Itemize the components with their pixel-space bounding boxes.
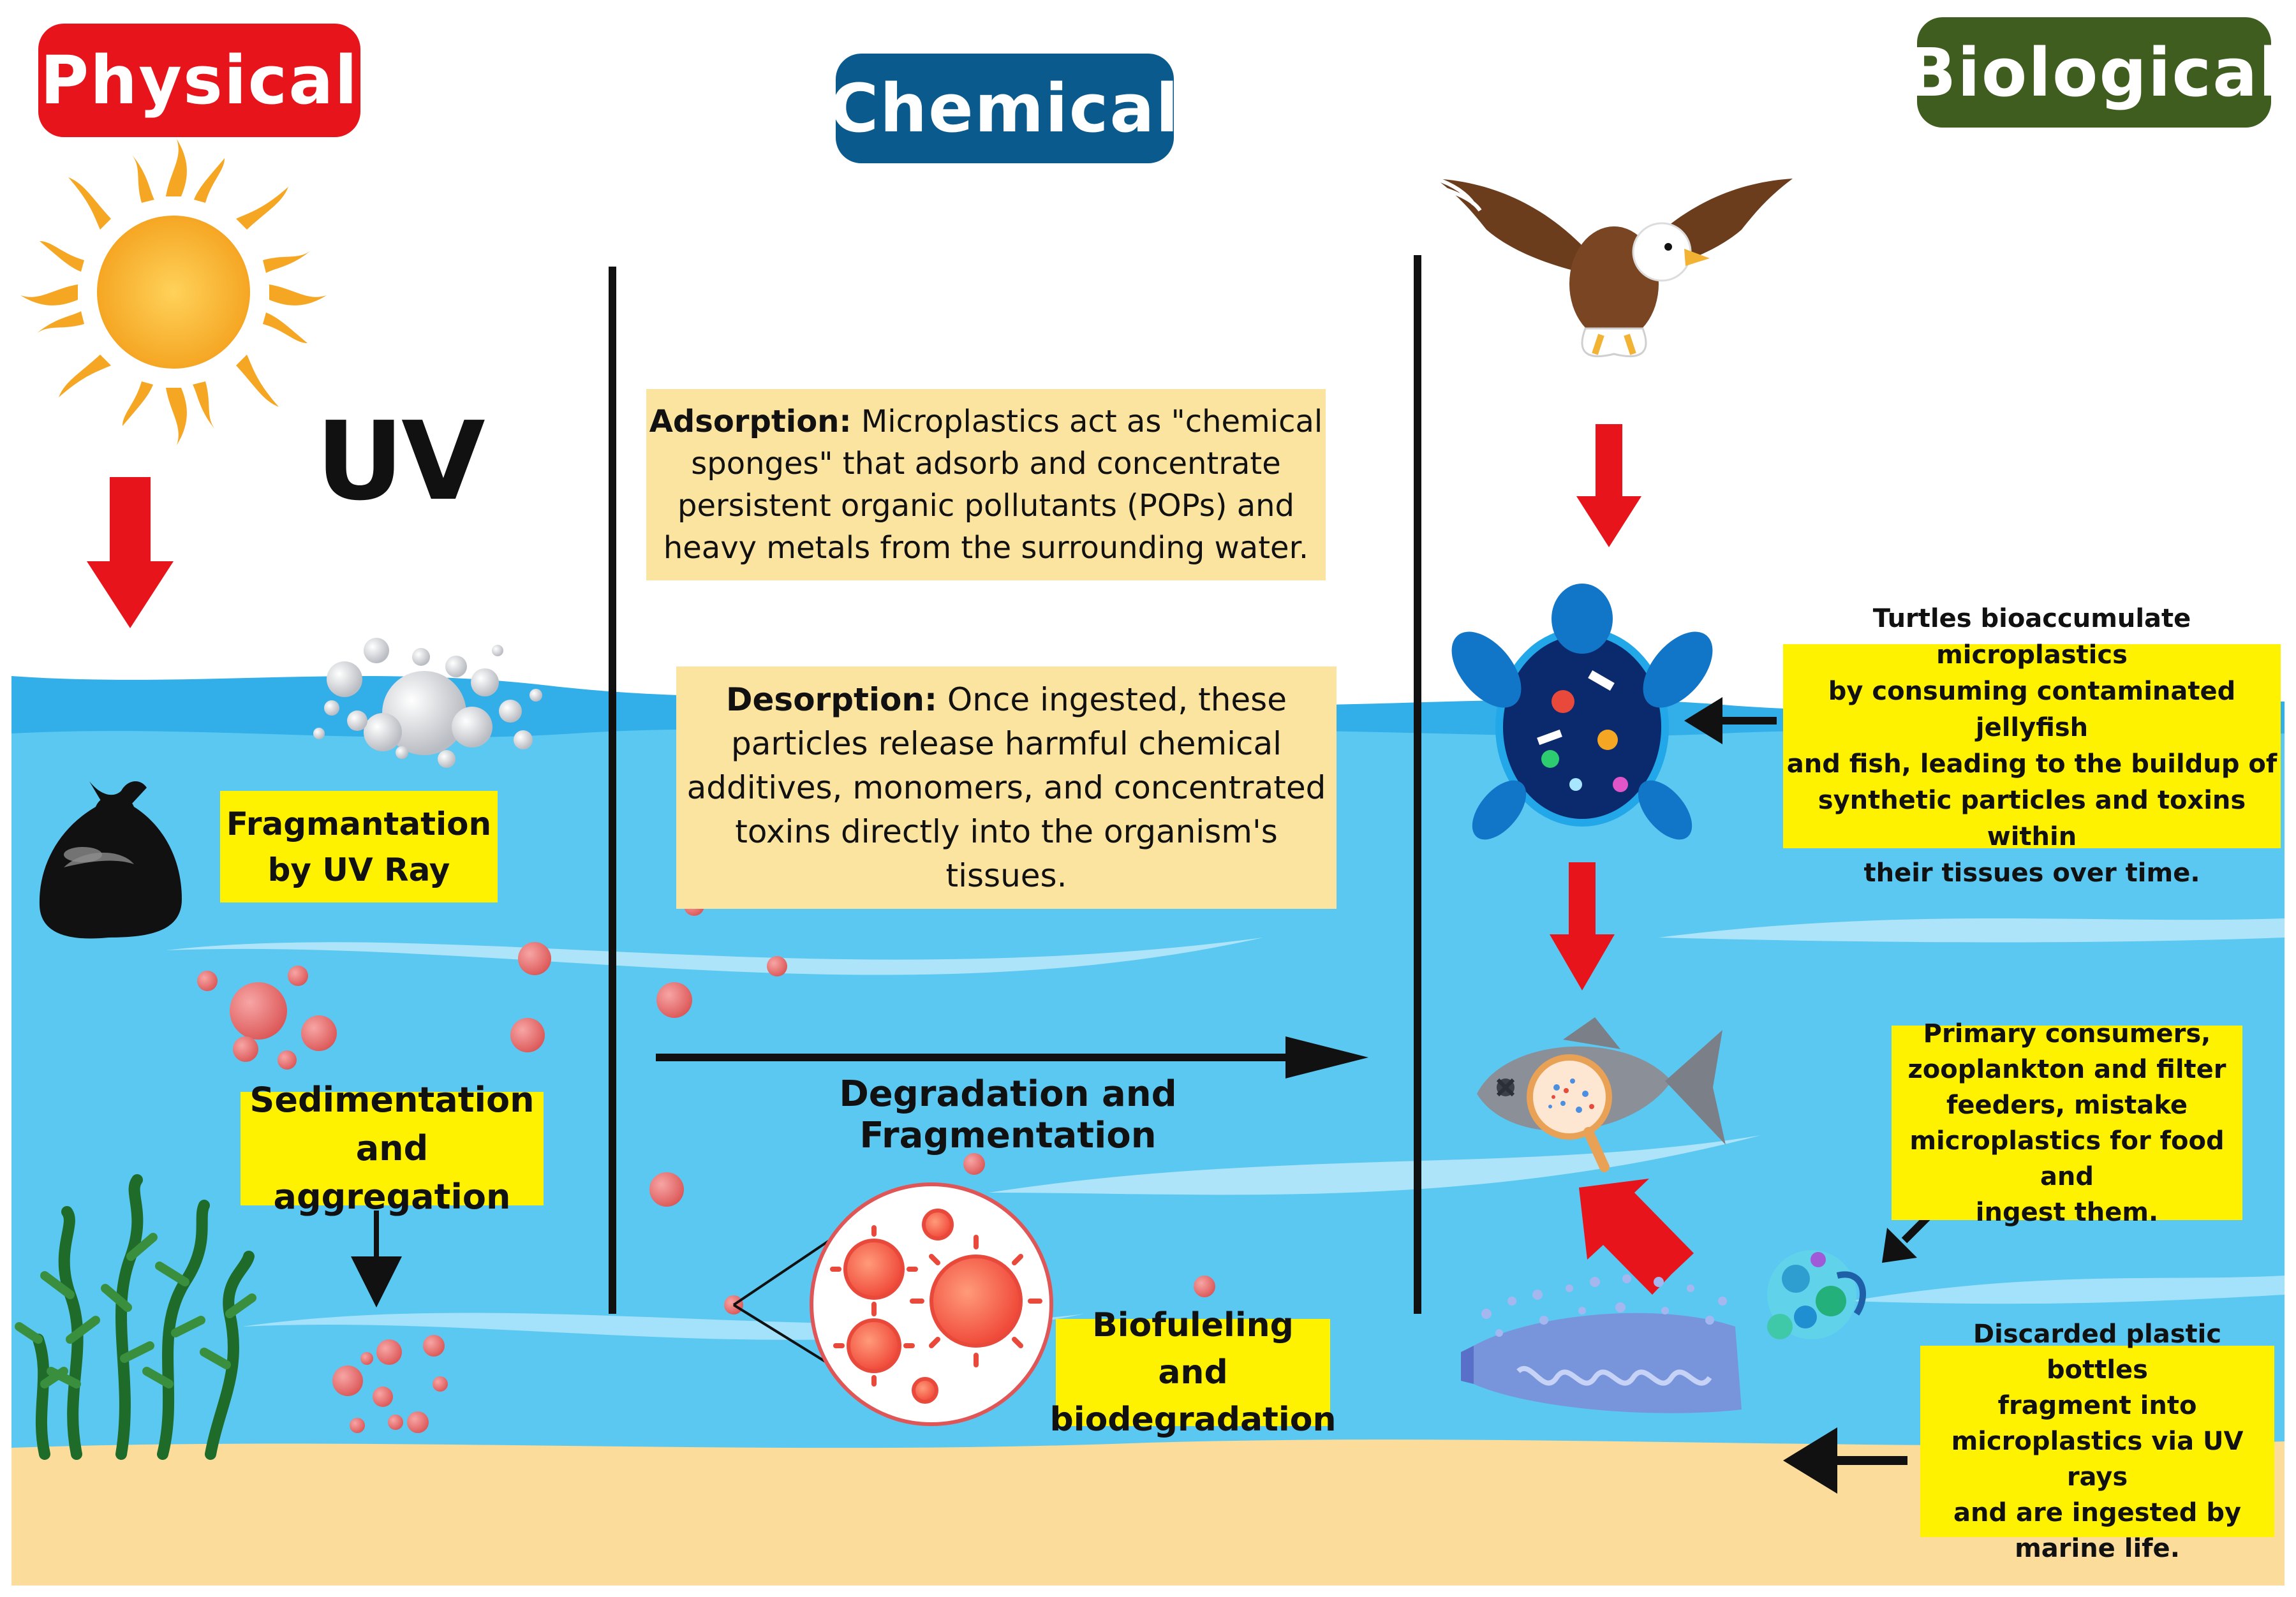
label-line: particles release harmful chemical	[730, 725, 1282, 762]
label-line: their tissues over time.	[1863, 858, 2200, 888]
label-line: toxins directly into the organism's	[735, 813, 1278, 850]
desorption-text: Desorption: Once ingested, these particl…	[676, 666, 1337, 909]
header-biological: Biological	[1906, 17, 2281, 128]
label-line: Sedimentation	[249, 1080, 535, 1120]
arrow-to-zooplankton-head	[1882, 1228, 1917, 1263]
label-line: Primary consumers,	[1923, 1019, 2211, 1049]
label-line: tissues.	[945, 857, 1067, 894]
particles-chemical	[649, 895, 1215, 1314]
biofuel-label: Biofuleling and biodegradation	[1050, 1306, 1337, 1439]
label-line: Fragmantation	[226, 805, 492, 843]
header-physical: Physical	[38, 24, 360, 137]
label-line: microplastics for food and	[1909, 1126, 2225, 1191]
eagle-icon	[1435, 177, 1793, 358]
label-line: zooplankton and filter	[1907, 1054, 2226, 1084]
label-line: microplastics via UV rays	[1951, 1427, 2244, 1492]
water-body	[11, 729, 2285, 1461]
adsorption-text: Adsorption: Microplastics act as "chemic…	[646, 389, 1326, 580]
discarded-bottles-label: Discarded plastic bottles fragment into …	[1920, 1320, 2274, 1563]
label-line: synthetic particles and toxins within	[1818, 786, 2246, 851]
trash-bag-icon	[39, 781, 182, 939]
red-arrow-diagonal	[1579, 1179, 1694, 1295]
label-line: by consuming contaminated jellyfish	[1828, 677, 2236, 742]
label-line: Adsorption: Microplastics act as "chemic…	[649, 404, 1323, 439]
turtle-label: Turtles bioaccumulate microplastics by c…	[1783, 604, 2281, 888]
label-line: marine life.	[2015, 1534, 2180, 1563]
header-chemical: Chemical	[830, 54, 1178, 163]
primary-consumers-label: Primary consumers, zooplankton and filte…	[1892, 1019, 2242, 1227]
label-line: by UV Ray	[267, 851, 450, 888]
fish-icon	[1477, 1017, 1726, 1172]
label-line: feeders, mistake	[1946, 1090, 2188, 1120]
label-line: biodegradation	[1049, 1401, 1337, 1439]
label-line: Discarded plastic bottles	[1973, 1320, 2222, 1385]
zooplankton-icon	[1767, 1250, 1866, 1339]
sedimentation-label: Sedimentation and aggregation	[241, 1080, 544, 1217]
label-line: heavy metals from the surrounding water.	[663, 530, 1309, 566]
label-line: Biofuleling and	[1092, 1306, 1294, 1392]
red-arrow-down-uv	[87, 477, 174, 628]
plastic-bottle-icon	[1461, 1274, 1742, 1413]
arrow-to-turtle-head	[1684, 697, 1722, 744]
arrow-degradation-head	[1285, 1036, 1368, 1078]
water-current	[1659, 918, 2285, 943]
label-line: and aggregation	[273, 1128, 511, 1217]
particles-physical	[197, 942, 551, 1433]
label-line: Desorption: Once ingested, these	[726, 681, 1287, 718]
red-arrow-down-turtle	[1550, 862, 1615, 990]
label-line: additives, monomers, and concentrated	[686, 769, 1326, 806]
red-arrow-down-eagle	[1576, 424, 1641, 547]
virus-magnifier-icon	[732, 1182, 1053, 1426]
water-current	[989, 1135, 1761, 1195]
label-line: persistent organic pollutants (POPs) and	[677, 488, 1294, 524]
arrow-to-bottle-head	[1783, 1427, 1837, 1494]
degradation-label: Degradation and Fragmentation	[839, 1073, 1177, 1156]
fragmentation-label: Fragmantation by UV Ray	[220, 791, 498, 902]
label-line: ingest them.	[1975, 1197, 2159, 1227]
sand-floor	[11, 1439, 2285, 1586]
label-line: fragment into	[1997, 1391, 2197, 1420]
seaweed-icon	[15, 1174, 256, 1460]
sun-icon	[20, 139, 327, 445]
water-current	[166, 938, 1263, 975]
label-line: Turtles bioaccumulate microplastics	[1872, 604, 2191, 670]
turtle-icon	[1451, 584, 1713, 840]
label-line: sponges" that adsorb and concentrate	[691, 446, 1281, 482]
label-line: and fish, leading to the buildup of	[1786, 749, 2277, 779]
uv-label: UV	[316, 399, 485, 525]
label-line: and are ingested by	[1953, 1498, 2242, 1527]
microplastic-cluster-icon	[313, 638, 542, 768]
water-current	[1850, 1276, 2285, 1304]
